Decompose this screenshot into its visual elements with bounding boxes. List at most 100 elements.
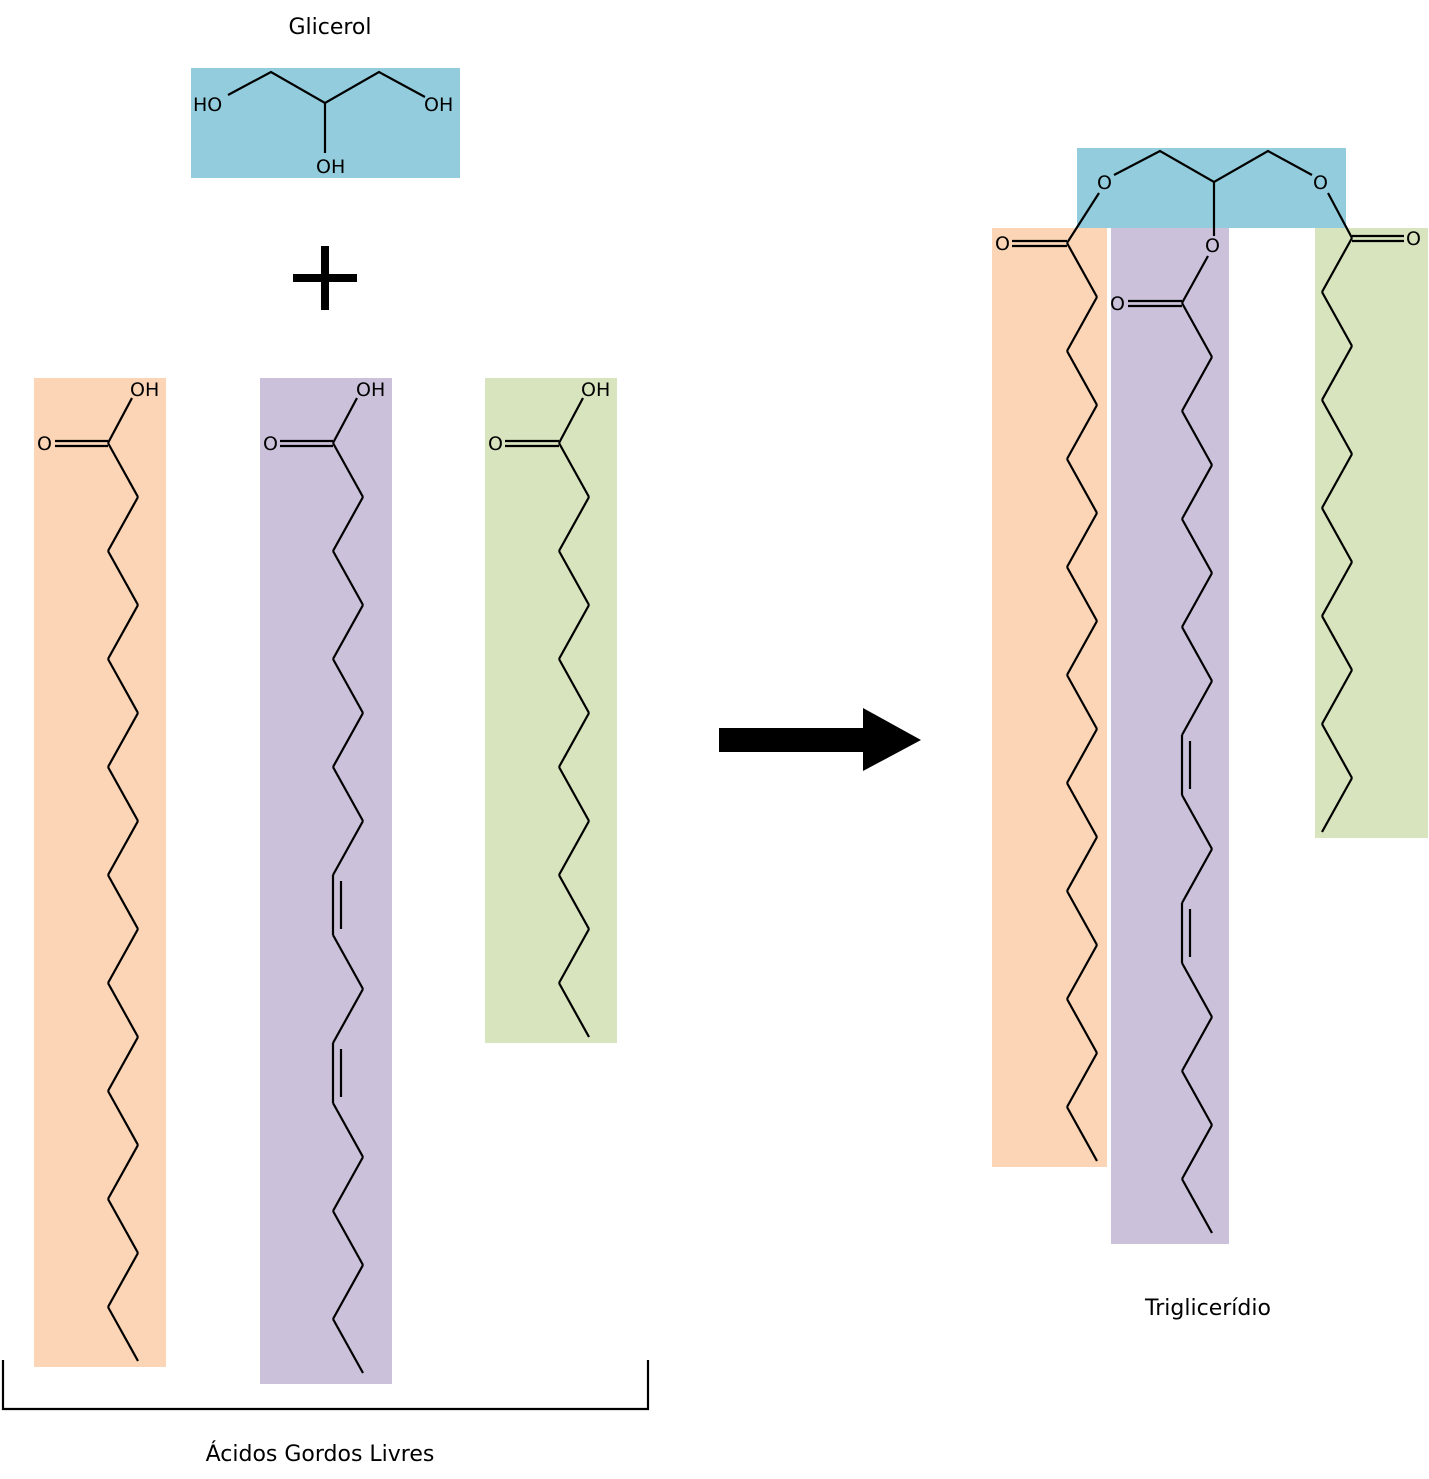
- chain-bond: [1181, 464, 1213, 520]
- chain-bond: [558, 820, 590, 876]
- atom-o: O: [1097, 172, 1112, 194]
- chain-bond: [1181, 518, 1213, 574]
- atom-o: O: [995, 233, 1010, 255]
- chain-bond: [1321, 237, 1353, 293]
- chain-bond: [558, 928, 590, 984]
- chain-bond: [1321, 507, 1353, 563]
- tg-acid-1-highlight: [992, 228, 1107, 1167]
- chain-bond: [1066, 296, 1098, 352]
- chain-bond: [332, 1264, 364, 1320]
- chain-bond: [1066, 674, 1098, 730]
- chain-bond: [1066, 998, 1098, 1054]
- atom-o: O: [488, 433, 503, 455]
- hydroxyl-bond: [332, 397, 358, 444]
- fatty-acid-chains: [55, 234, 1404, 1374]
- tg-glycerol-highlight: [1077, 148, 1346, 228]
- chain-bond: [1066, 782, 1098, 838]
- chain-bond: [1321, 723, 1353, 779]
- chain-bond: [107, 874, 139, 930]
- chain-bond: [332, 820, 364, 876]
- chain-bond: [107, 766, 139, 822]
- chain-bond: [332, 496, 364, 552]
- chain-bond: [1066, 836, 1098, 892]
- chain-bond: [332, 442, 364, 498]
- chain-bond: [1066, 512, 1098, 568]
- chain-bond: [332, 1156, 364, 1212]
- chain-bond: [107, 982, 139, 1038]
- atom-oh: OH: [316, 156, 345, 178]
- chain-bond: [107, 928, 139, 984]
- chain-bond: [1066, 350, 1098, 406]
- chain-bond: [332, 658, 364, 714]
- chain-bond: [107, 496, 139, 552]
- tg-acid-3-highlight: [1315, 228, 1428, 838]
- chain-bond: [107, 712, 139, 768]
- chain-bond: [332, 1210, 364, 1266]
- atom-o: O: [1110, 293, 1125, 315]
- chain-bond: [332, 712, 364, 768]
- chain-bond: [1181, 626, 1213, 682]
- chain-bond: [1181, 848, 1213, 904]
- chain-bond: [558, 874, 590, 930]
- atom-oh: OH: [424, 94, 453, 116]
- chain-bond: [558, 604, 590, 660]
- chain-bond: [332, 1318, 364, 1374]
- chain-bond: [1321, 399, 1353, 455]
- chain-bond: [1066, 242, 1098, 298]
- chain-bond: [558, 766, 590, 822]
- chain-bond: [558, 442, 590, 498]
- chain-bond: [332, 934, 364, 990]
- triglyceride-label: Triglicerídio: [1144, 1296, 1271, 1321]
- acid-1-atoms: O OH: [37, 379, 159, 455]
- atom-o: O: [1406, 228, 1421, 250]
- acid-3-highlight: [485, 378, 617, 1043]
- chain-bond: [1321, 453, 1353, 509]
- chain-bond: [107, 1036, 139, 1092]
- chain-bond: [1181, 410, 1213, 466]
- hydroxyl-bond: [558, 397, 584, 444]
- acid-3-atoms: O OH: [488, 379, 610, 455]
- chain-bond: [332, 1102, 364, 1158]
- chain-bond: [1066, 458, 1098, 514]
- acid-2-atoms: O OH: [263, 379, 385, 455]
- chain-bond: [1321, 561, 1353, 617]
- chain-bond: [107, 1198, 139, 1254]
- chain-bond: [107, 604, 139, 660]
- chain-bond: [107, 1306, 139, 1362]
- chain-bond: [1066, 944, 1098, 1000]
- atom-oh: OH: [581, 379, 610, 401]
- chain-bond: [1321, 669, 1353, 725]
- chain-bond: [1066, 1052, 1098, 1108]
- atom-ho: HO: [193, 94, 222, 116]
- triglyceride-backbone: O O O O O O: [995, 149, 1421, 315]
- bracket: [1, 1360, 650, 1411]
- chain-bond: [107, 550, 139, 606]
- chain-bond: [1181, 962, 1213, 1018]
- chain-bond: [558, 712, 590, 768]
- chain-bond: [332, 604, 364, 660]
- chain-bond: [332, 550, 364, 606]
- chain-bond: [107, 820, 139, 876]
- chain-bond: [107, 1144, 139, 1200]
- atom-oh: OH: [356, 379, 385, 401]
- chain-bond: [1181, 794, 1213, 850]
- atom-o: O: [1313, 172, 1328, 194]
- chain-bond: [558, 550, 590, 606]
- chain-bond: [1066, 1106, 1098, 1162]
- chain-bond: [1181, 572, 1213, 628]
- hydroxyl-bond: [107, 397, 133, 444]
- atom-o: O: [1205, 235, 1220, 257]
- chain-bond: [107, 442, 139, 498]
- chain-bond: [1181, 680, 1213, 736]
- chain-bond: [1066, 404, 1098, 460]
- chain-bond: [558, 658, 590, 714]
- right-arrow-icon: [719, 708, 921, 771]
- chain-bond: [1321, 615, 1353, 671]
- chain-bond: [332, 988, 364, 1044]
- chain-bond: [1181, 1178, 1213, 1234]
- acid-2-highlight: [260, 378, 392, 1384]
- chain-bond: [1181, 1016, 1213, 1072]
- chain-bond: [1321, 291, 1353, 347]
- plus-sign: [293, 246, 357, 310]
